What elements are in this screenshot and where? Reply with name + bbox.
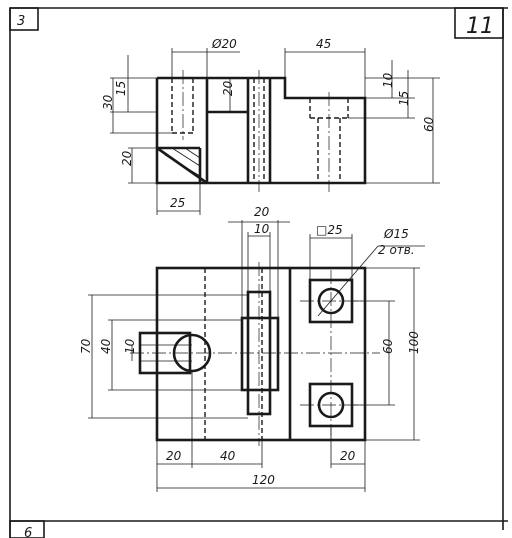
dim-front-40: 40 <box>99 338 113 354</box>
dim-front-70: 70 <box>79 338 93 354</box>
dim-front-100: 100 <box>407 331 421 354</box>
dim-top-15-right: 15 <box>397 91 411 106</box>
dim-top-10: 10 <box>381 72 395 88</box>
next-sheet-number: 6 <box>24 526 32 538</box>
dim-top-20-mid: 20 <box>221 80 235 96</box>
dim-front-10-left: 10 <box>123 338 137 354</box>
dim-front-bottom-20-left: 20 <box>166 449 182 463</box>
top-view-dimension-lines <box>110 48 440 215</box>
dim-top-60: 60 <box>422 116 436 132</box>
dim-front-bottom-40: 40 <box>220 449 236 463</box>
sheet-frame <box>9 7 508 538</box>
dim-top-45: 45 <box>316 37 331 51</box>
dim-front-60: 60 <box>381 338 395 354</box>
dim-front-bottom-20-right: 20 <box>340 449 356 463</box>
dim-front-bottom-120: 120 <box>252 473 275 487</box>
dim-top-25: 25 <box>170 196 185 210</box>
variant-number-box <box>454 7 504 39</box>
dim-front-10: 10 <box>254 222 270 236</box>
dim-front-holes-note: 2 отв. <box>378 243 415 257</box>
next-sheet-box <box>9 520 45 538</box>
dim-top-15-left: 15 <box>114 81 128 96</box>
dim-front-sq25: □25 <box>316 223 343 237</box>
dim-front-20: 20 <box>254 205 270 219</box>
variant-number: 11 <box>466 14 494 39</box>
sheet-number: 3 <box>17 14 25 29</box>
dim-top-20-bottom: 20 <box>120 150 134 166</box>
dim-top-30: 30 <box>101 94 115 110</box>
sheet-number-box <box>9 7 39 31</box>
dim-front-d15: Ø15 <box>383 227 409 241</box>
dim-top-d20: Ø20 <box>211 37 237 51</box>
front-view-dimension-lines <box>88 220 425 492</box>
top-view <box>155 70 367 192</box>
